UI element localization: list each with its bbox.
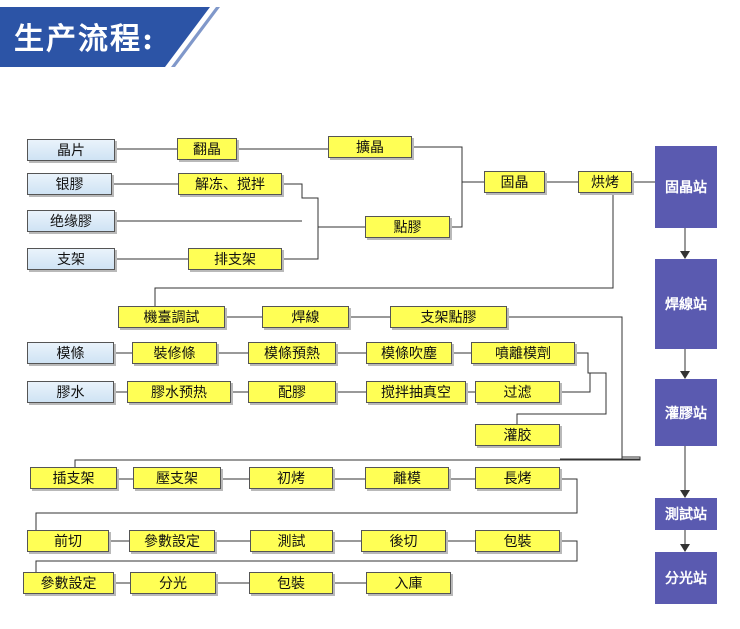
step-binning: 分光: [130, 572, 216, 594]
step-demold: 離模: [365, 467, 449, 489]
step-wire-bond: 焊線: [262, 306, 349, 328]
step-bake: 烘烤: [578, 171, 632, 193]
material-glue: 膠水: [27, 381, 114, 403]
step-back-cut: 後切: [361, 530, 446, 552]
step-package: 包裝: [475, 530, 560, 552]
step-expand-wafer: 擴晶: [328, 136, 412, 158]
step-long-bake: 長烤: [475, 467, 560, 489]
step-mix-glue: 配膠: [248, 381, 336, 403]
step-dispense-glue: 點膠: [365, 216, 450, 238]
step-parameter-setting: 參數設定: [129, 530, 215, 552]
station-binning: 分光站: [655, 552, 717, 604]
station-pour-glue: 灌膠站: [655, 379, 717, 446]
material-silver-glue: 银膠: [27, 173, 112, 195]
step-press-bracket: 壓支架: [133, 467, 221, 489]
material-mold-strip: 模條: [27, 342, 114, 364]
step-filter: 过滤: [475, 381, 560, 403]
station-wire-bond: 焊線站: [655, 259, 717, 349]
step-install-mold-strip: 裝修條: [132, 342, 217, 364]
step-blow-dust-mold-strip: 模條吹塵: [366, 342, 452, 364]
step-vacuum-stir: 搅拌抽真空: [366, 381, 466, 403]
step-front-cut: 前切: [27, 530, 109, 552]
station-die-bond: 固晶站: [655, 146, 717, 228]
step-machine-debug: 機臺調試: [118, 306, 225, 328]
page-title: 生产流程:: [14, 22, 156, 57]
step-flip-wafer: 翻晶: [177, 138, 237, 160]
step-initial-bake: 初烤: [249, 467, 333, 489]
step-pour-glue: 灌胶: [475, 424, 560, 446]
step-test: 測試: [250, 530, 333, 552]
title-banner: [0, 7, 220, 67]
step-spray-release-agent: 噴離模劑: [471, 342, 575, 364]
step-bracket-glue: 支架點膠: [390, 306, 507, 328]
step-preheat-glue: 膠水预热: [127, 381, 231, 403]
step-package-2: 包裝: [249, 572, 333, 594]
step-thaw-stir: 解冻、搅拌: [178, 173, 282, 195]
step-parameter-setting-2: 參數設定: [23, 572, 114, 594]
material-wafer: 晶片: [27, 139, 115, 161]
step-arrange-bracket: 排支架: [188, 248, 282, 270]
material-bracket: 支架: [27, 248, 115, 270]
step-die-bond: 固晶: [484, 171, 545, 193]
step-warehousing: 入庫: [366, 572, 451, 594]
station-test: 測試站: [655, 498, 717, 530]
step-insert-bracket: 插支架: [30, 467, 117, 489]
material-insulating-glue: 绝缘膠: [27, 210, 115, 232]
step-preheat-mold-strip: 模條預熱: [248, 342, 336, 364]
